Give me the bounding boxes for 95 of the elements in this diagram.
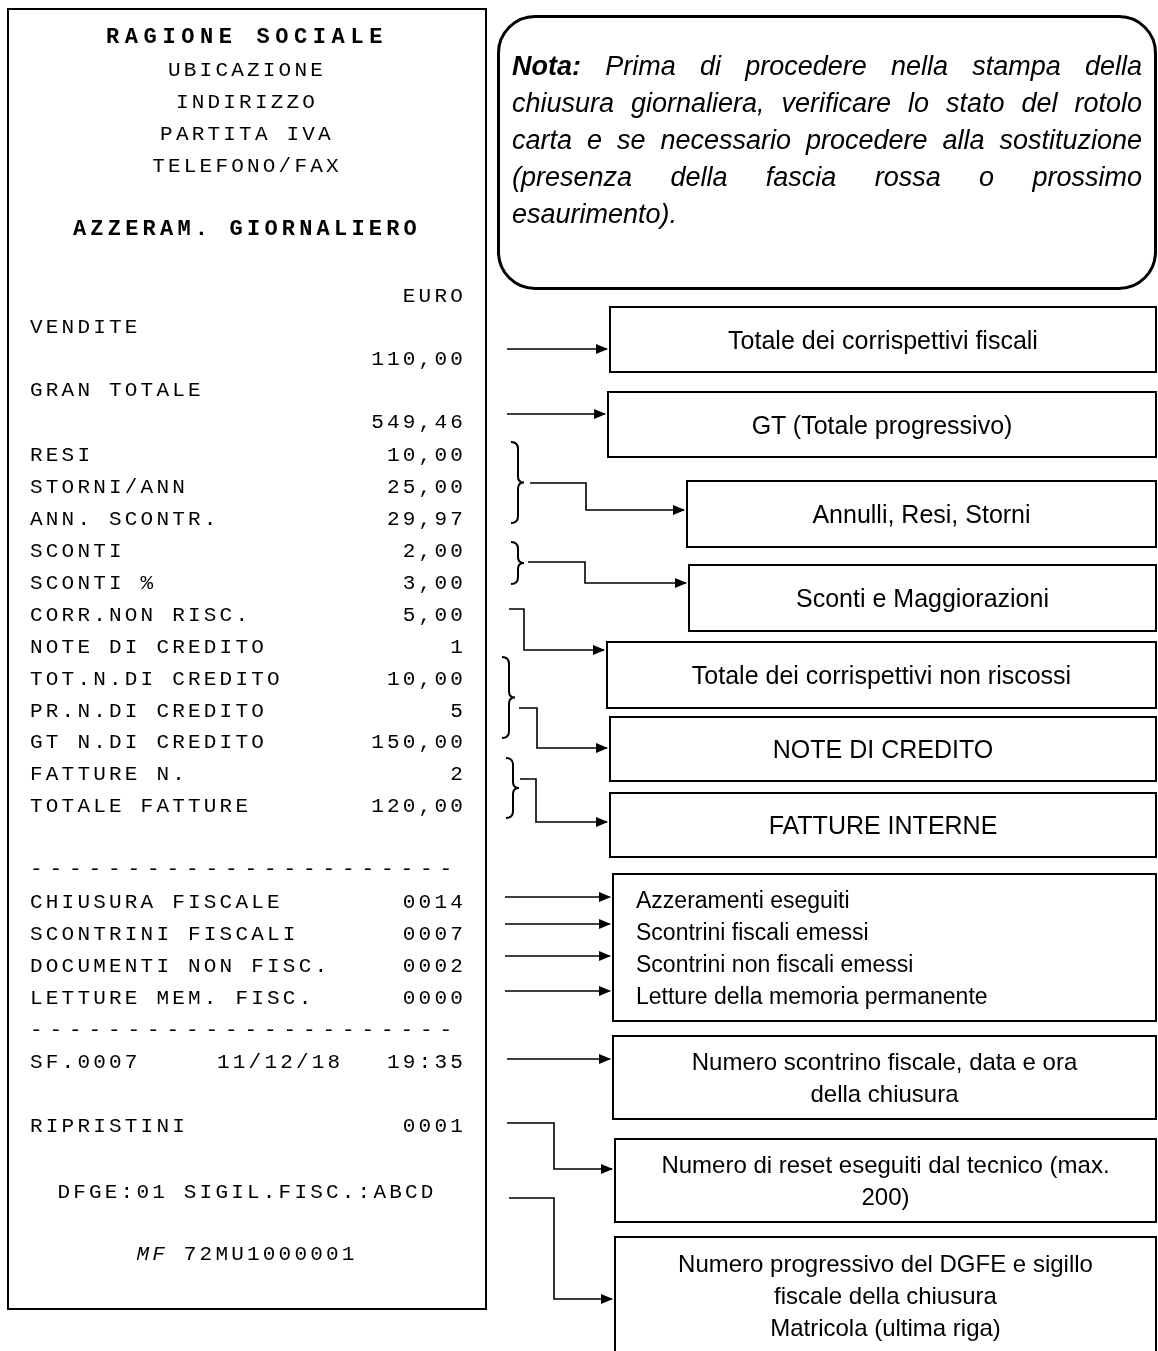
description-box bbox=[606, 641, 1157, 709]
receipt-text: SCONTI % bbox=[30, 571, 157, 597]
receipt-text: 1 bbox=[450, 635, 466, 661]
receipt-box bbox=[7, 8, 487, 1310]
receipt-text: VENDITE bbox=[30, 315, 141, 341]
arrow bbox=[518, 707, 608, 753]
receipt-text: EURO bbox=[402, 284, 466, 310]
receipt-text: INDIRIZZO bbox=[174, 90, 320, 116]
receipt-text: SCONTRINI FISCALI bbox=[30, 922, 299, 948]
receipt-text: CHIUSURA FISCALE bbox=[30, 890, 283, 916]
description-text: GT (Totale progressivo) bbox=[751, 409, 1013, 440]
arrow bbox=[506, 409, 606, 419]
arrow bbox=[504, 892, 611, 902]
arrow bbox=[506, 1054, 611, 1064]
arrow bbox=[504, 919, 611, 929]
arrow bbox=[504, 986, 611, 996]
description-box bbox=[614, 1236, 1157, 1351]
receipt-text: LETTURE MEM. FISC. bbox=[30, 986, 315, 1012]
description-box bbox=[688, 564, 1157, 632]
description-box bbox=[614, 1138, 1157, 1223]
description-text: Letture della memoria permanente bbox=[636, 981, 988, 1011]
receipt-text: GRAN TOTALE bbox=[30, 378, 204, 404]
description-text: Numero progressivo del DGFE e sigillo fiscale della chiusura bbox=[677, 1249, 1094, 1311]
receipt-text: ANN. SCONTR. bbox=[30, 507, 220, 533]
description-box bbox=[607, 391, 1157, 458]
arrow bbox=[504, 951, 611, 961]
receipt-text: 0007 bbox=[402, 922, 466, 948]
receipt-text: 549,46 bbox=[371, 410, 466, 436]
description-box bbox=[609, 716, 1157, 782]
receipt-text: TELEFONO/FAX bbox=[151, 154, 343, 180]
description-text: Scontrini non fiscali emessi bbox=[636, 949, 914, 979]
receipt-text: PR.N.DI CREDITO bbox=[30, 699, 268, 725]
description-text: Totale dei corrispettivi non riscossi bbox=[691, 660, 1072, 690]
receipt-text: MF 72MU1000001 bbox=[135, 1242, 359, 1268]
receipt-text: 5,00 bbox=[402, 603, 466, 629]
receipt-text: CORR.NON RISC. bbox=[30, 603, 252, 629]
description-text: Totale dei corrispettivi fiscali bbox=[728, 324, 1038, 355]
description-box bbox=[612, 1035, 1157, 1120]
receipt-text: 150,00 bbox=[371, 730, 466, 756]
receipt-text: 2 bbox=[450, 762, 466, 788]
description-box bbox=[609, 306, 1157, 373]
receipt-text: 19:35 bbox=[387, 1050, 466, 1076]
receipt-text: UBICAZIONE bbox=[167, 58, 327, 84]
receipt-text: AZZERAM. GIORNALIERO bbox=[71, 216, 422, 244]
receipt-text: 0000 bbox=[402, 986, 466, 1012]
receipt-text: 0001 bbox=[402, 1114, 466, 1140]
description-text: Scontrini fiscali emessi bbox=[636, 917, 869, 947]
arrow bbox=[506, 1122, 613, 1174]
description-text: Sconti e Maggiorazioni bbox=[796, 583, 1049, 613]
receipt-text: DOCUMENTI NON FISC. bbox=[30, 954, 331, 980]
receipt-text: GT N.DI CREDITO bbox=[30, 730, 268, 756]
receipt-text: 2,00 bbox=[402, 539, 466, 565]
receipt-text: 25,00 bbox=[387, 475, 466, 501]
receipt-text: 0014 bbox=[402, 890, 466, 916]
description-text: Annulli, Resi, Storni bbox=[812, 499, 1031, 529]
arrow bbox=[519, 778, 608, 827]
description-box bbox=[609, 792, 1157, 858]
arrow bbox=[527, 561, 687, 588]
receipt-text: STORNI/ANN bbox=[30, 475, 189, 501]
receipt-text: TOT.N.DI CREDITO bbox=[30, 667, 283, 693]
description-text: NOTE DI CREDITO bbox=[772, 734, 994, 764]
receipt-text: 110,00 bbox=[371, 347, 466, 373]
receipt-text: RIPRISTINI bbox=[30, 1114, 189, 1140]
receipt-text: PARTITA IVA bbox=[159, 122, 335, 148]
receipt-text: 120,00 bbox=[371, 794, 466, 820]
arrow bbox=[529, 482, 685, 515]
receipt-text: 10,00 bbox=[387, 443, 466, 469]
description-text: Numero di reset eseguiti dal tecnico (max. 200) bbox=[660, 1149, 1111, 1212]
receipt-text: SF.0007 bbox=[30, 1050, 141, 1076]
description-box bbox=[686, 480, 1157, 548]
note-text: Nota: Prima di procedere nella stampa della chiusura giornaliera, verificare lo stato del rotolo carta e se necessario procedere alla sostituzione (presenza della fascia rossa o prossimo esaurimento). bbox=[512, 50, 1142, 231]
description-box bbox=[612, 873, 1157, 1022]
arrow bbox=[506, 344, 608, 354]
description-text: Azzeramenti eseguiti bbox=[636, 885, 850, 915]
arrow bbox=[508, 1197, 613, 1304]
receipt-text: 29,97 bbox=[387, 507, 466, 533]
receipt-text: RESI bbox=[30, 443, 94, 469]
receipt-text: FATTURE N. bbox=[30, 762, 189, 788]
receipt-text: RAGIONE SOCIALE bbox=[104, 24, 389, 52]
receipt-text: 0002 bbox=[402, 954, 466, 980]
description-text: Matricola (ultima riga) bbox=[770, 1313, 1001, 1343]
description-text: FATTURE INTERNE bbox=[768, 810, 998, 840]
receipt-text: NOTE DI CREDITO bbox=[30, 635, 268, 661]
receipt-text: 5 bbox=[450, 699, 466, 725]
receipt-text: TOTALE FATTURE bbox=[30, 794, 252, 820]
receipt-text: DFGE:01 SIGIL.FISC.:ABCD bbox=[56, 1180, 438, 1206]
description-text: Numero scontrino fiscale, data e ora della chiusura bbox=[690, 1046, 1079, 1109]
receipt-text: 11/12/18 bbox=[217, 1050, 344, 1076]
note-box bbox=[497, 15, 1157, 290]
arrow bbox=[508, 608, 605, 655]
receipt-text: ---------------------- bbox=[30, 1018, 460, 1044]
receipt-text: 10,00 bbox=[387, 667, 466, 693]
receipt-text: SCONTI bbox=[30, 539, 125, 565]
receipt-text: ---------------------- bbox=[30, 857, 460, 883]
receipt-text: 3,00 bbox=[402, 571, 466, 597]
